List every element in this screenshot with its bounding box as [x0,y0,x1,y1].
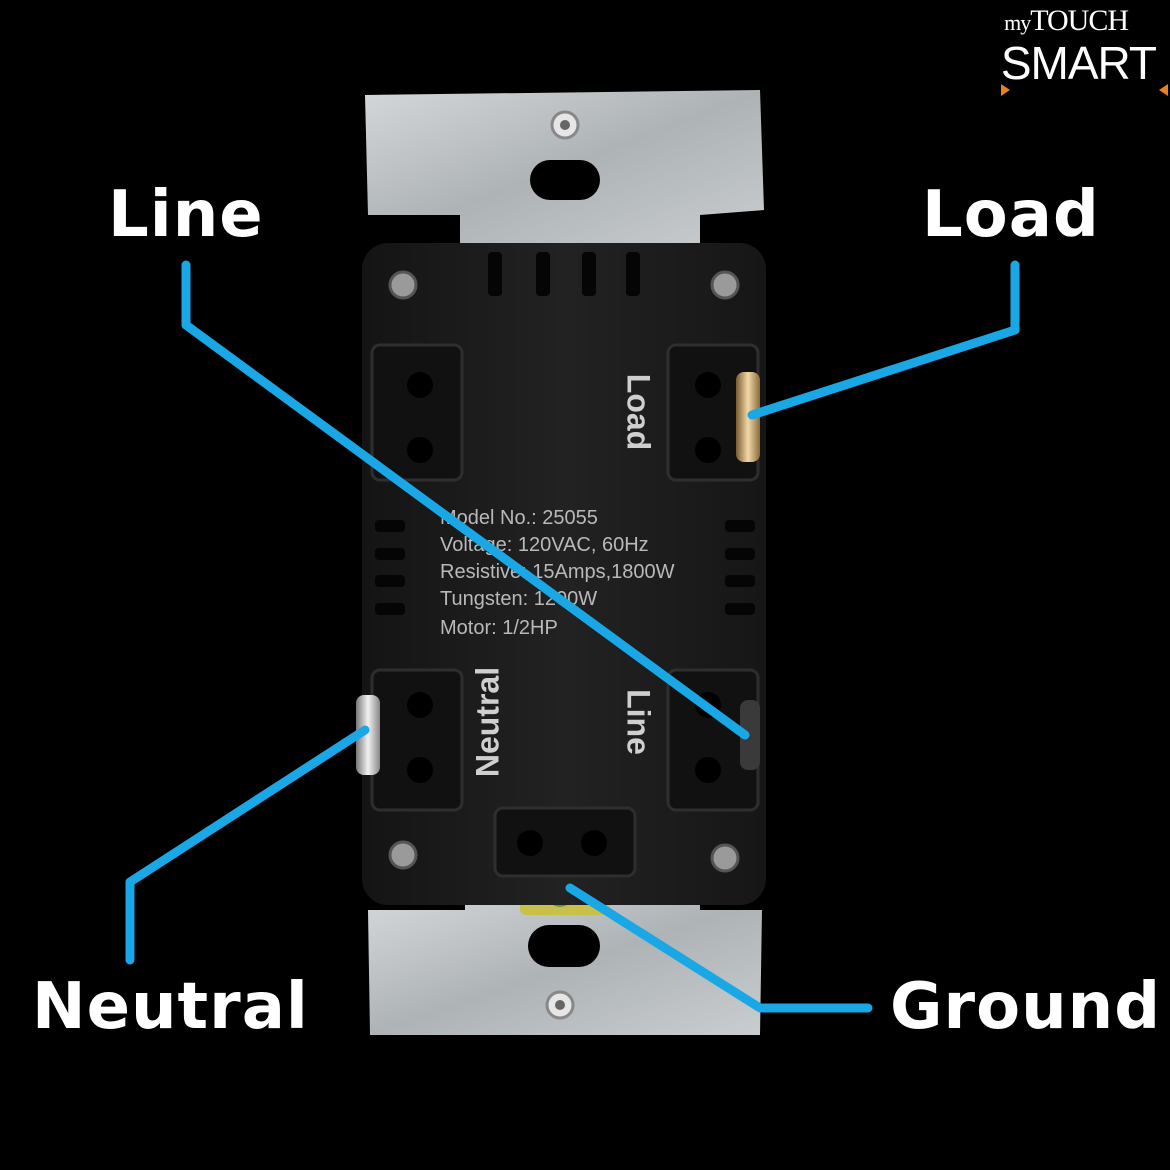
brand-prefix: my [1004,10,1031,35]
housing-label-line: Line [621,689,657,755]
line-terminal-screw [740,700,760,770]
spec-line-resistive: Resistive: 15Amps,1800W [440,561,675,583]
ground-label: Ground [890,970,1161,1044]
brand-name-bottom: SMART [1000,37,1157,89]
load-leader [747,260,1020,420]
neutral-label: Neutral [32,970,309,1044]
brand-logo: myTOUCH SMART [946,4,1168,96]
housing-label-neutral: Neutral [469,667,505,777]
brand-arrow-left-icon [1000,84,1010,96]
spec-line-model: Model No.: 25055 [440,507,598,529]
housing-label-load: Load [621,374,657,450]
line-leader [181,260,750,740]
mounting-strap-bottom [368,900,762,1035]
mounting-strap-top [365,90,764,245]
brand-arrow-right-icon [1159,84,1168,96]
brand-name-top: TOUCH [1030,4,1129,37]
neutral-leader [125,725,370,965]
spec-line-motor: Motor: 1/2HP [440,617,558,639]
load-label: Load [922,178,1100,252]
line-label: Line [108,178,264,252]
switch-housing [362,243,766,905]
neutral-terminal-screw [356,695,380,775]
ground-leader [565,883,873,1013]
